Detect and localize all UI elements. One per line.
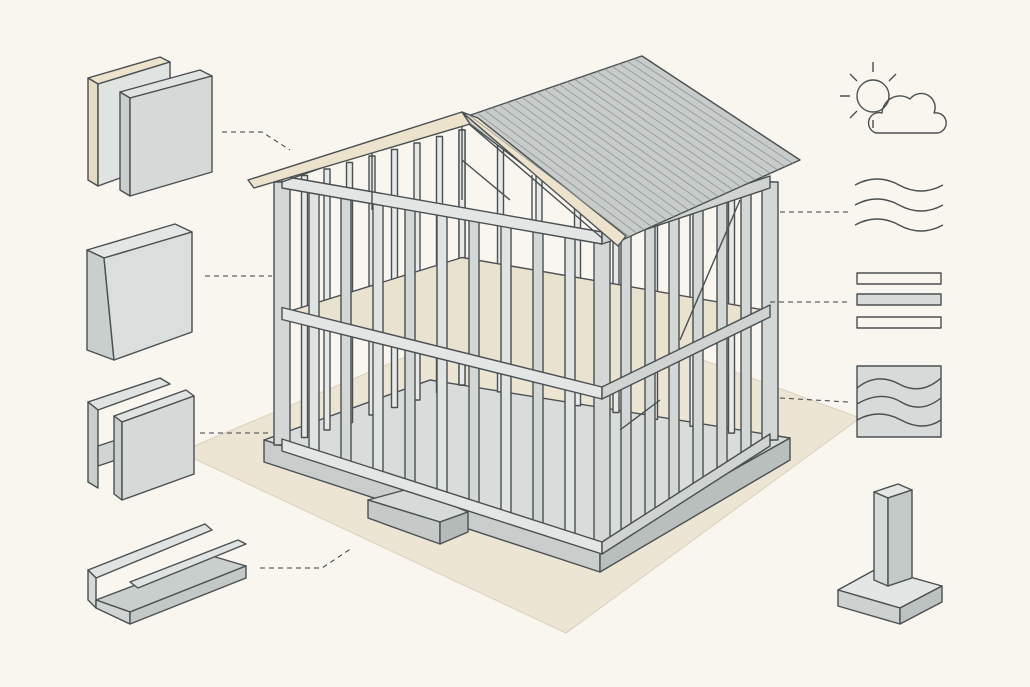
- roof-seam: [604, 68, 764, 177]
- roof-seam: [551, 86, 712, 201]
- footing-column-icon: [837, 483, 943, 625]
- roof-seam: [499, 104, 660, 224]
- roof-seam: [574, 78, 734, 191]
- plate: [601, 433, 771, 555]
- roof-seam: [634, 58, 793, 164]
- steel-frame: [273, 117, 779, 555]
- roof-seam: [476, 112, 638, 234]
- roof: [247, 55, 801, 247]
- c-channel-stud-icon: [87, 377, 195, 501]
- roof-seam: [566, 81, 727, 194]
- layered-boards-icon: [856, 272, 942, 329]
- roof-seam: [469, 115, 630, 237]
- solid-panel-icon: [86, 223, 193, 361]
- roof-seam: [491, 107, 652, 227]
- roof-seam: [506, 102, 667, 221]
- roof-seam: [544, 89, 704, 204]
- wind-waves-icon: [854, 178, 944, 232]
- roof-seams: [469, 58, 793, 237]
- roof-seam: [529, 94, 689, 211]
- soil-layers-icon: [856, 365, 942, 438]
- insulated-panel-icon: [87, 56, 213, 197]
- roof-seam: [589, 73, 749, 184]
- u-track-icon: [87, 523, 247, 625]
- roof-seam: [536, 91, 697, 207]
- roof-seam: [626, 60, 786, 167]
- leader-lines: [200, 131, 849, 569]
- roof-seam: [619, 63, 778, 171]
- roof-seam: [581, 76, 741, 187]
- roof-seam: [559, 84, 719, 197]
- plate: [601, 304, 771, 400]
- roof-seam: [521, 97, 682, 214]
- roof-seam: [611, 66, 771, 174]
- roof-seam: [596, 71, 756, 181]
- foundation-slab: [263, 379, 791, 573]
- weather-icon: [840, 62, 947, 134]
- roof-seam: [514, 99, 675, 217]
- roof-seam: [484, 109, 645, 231]
